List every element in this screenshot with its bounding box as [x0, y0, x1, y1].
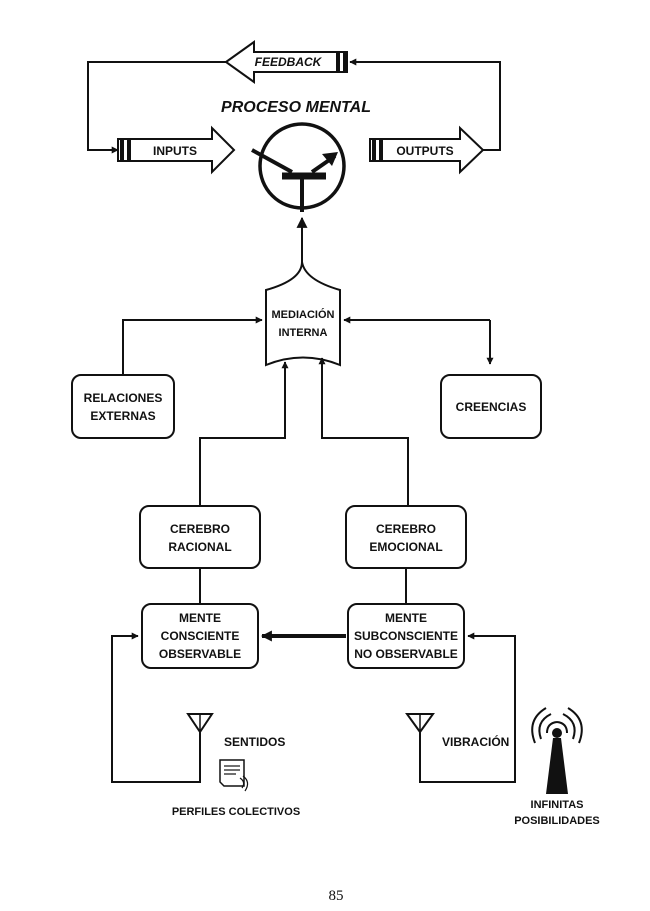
radio-tower-icon	[531, 707, 583, 794]
relaciones-to-gate-line	[122, 316, 263, 375]
cerebro-racional-label-2: RACIONAL	[168, 540, 231, 554]
mente-consciente-label-2: CONSCIENTE	[161, 629, 240, 643]
outputs-label: OUTPUTS	[396, 144, 453, 158]
mente-subconsciente-label-3: NO OBSERVABLE	[354, 647, 458, 661]
mediacion-label-1: MEDIACIÓN	[272, 308, 335, 321]
document-icon	[219, 759, 249, 792]
sentidos-label: SENTIDOS	[224, 735, 285, 749]
sentidos-feed-line	[111, 632, 201, 783]
emocional-to-gate-arrow	[318, 357, 409, 506]
inputs-label: INPUTS	[153, 144, 197, 158]
cerebro-racional-label-1: CEREBRO	[170, 522, 230, 536]
diagram-title: PROCESO MENTAL	[221, 99, 371, 116]
mediacion-label-2: INTERNA	[279, 327, 328, 339]
creencias-label: CREENCIAS	[456, 400, 527, 414]
relaciones-externas-box: RELACIONES EXTERNAS	[71, 374, 175, 439]
page-number: 85	[329, 888, 344, 904]
antenna-icon	[405, 713, 435, 734]
mente-consciente-label-3: OBSERVABLE	[159, 647, 241, 661]
creencias-box: CREENCIAS	[440, 374, 542, 439]
cerebro-emocional-label-1: CEREBRO	[376, 522, 436, 536]
feedback-label: FEEDBACK	[255, 55, 323, 69]
inputs-arrow: INPUTS	[117, 125, 236, 175]
racional-to-gate-arrow	[199, 361, 289, 506]
relaciones-label-1: RELACIONES	[84, 391, 163, 405]
cerebro-racional-box: CEREBRO RACIONAL	[139, 505, 261, 569]
cerebro-emocional-label-2: EMOCIONAL	[369, 540, 442, 554]
feedback-arrow: FEEDBACK	[224, 40, 348, 84]
feedback-loop-left-line	[87, 61, 230, 154]
mente-subconsciente-label-2: SUBCONSCIENTE	[354, 629, 458, 643]
antenna-icon	[186, 713, 214, 734]
infinitas-label-1: INFINITAS	[531, 799, 584, 811]
vibracion-label: VIBRACIÓN	[442, 734, 509, 749]
mente-consciente-label-1: MENTE	[179, 611, 221, 625]
mediacion-interna-gate: MEDIACIÓN INTERNA	[265, 261, 341, 367]
outputs-arrow: OUTPUTS	[369, 125, 485, 175]
cerebro-emocional-box: CEREBRO EMOCIONAL	[345, 505, 467, 569]
feedback-loop-right-line	[349, 58, 501, 151]
relaciones-label-2: EXTERNAS	[90, 409, 155, 423]
mente-subconsciente-label-1: MENTE	[385, 611, 427, 625]
vibracion-feed-line	[419, 632, 516, 783]
transistor-icon	[251, 122, 346, 212]
perfiles-label: PERFILES COLECTIVOS	[172, 806, 300, 818]
mente-subconsciente-box: MENTE SUBCONSCIENTE NO OBSERVABLE	[347, 603, 465, 669]
infinitas-label-2: POSIBILIDADES	[514, 815, 600, 827]
mente-consciente-box: MENTE CONSCIENTE OBSERVABLE	[141, 603, 259, 669]
